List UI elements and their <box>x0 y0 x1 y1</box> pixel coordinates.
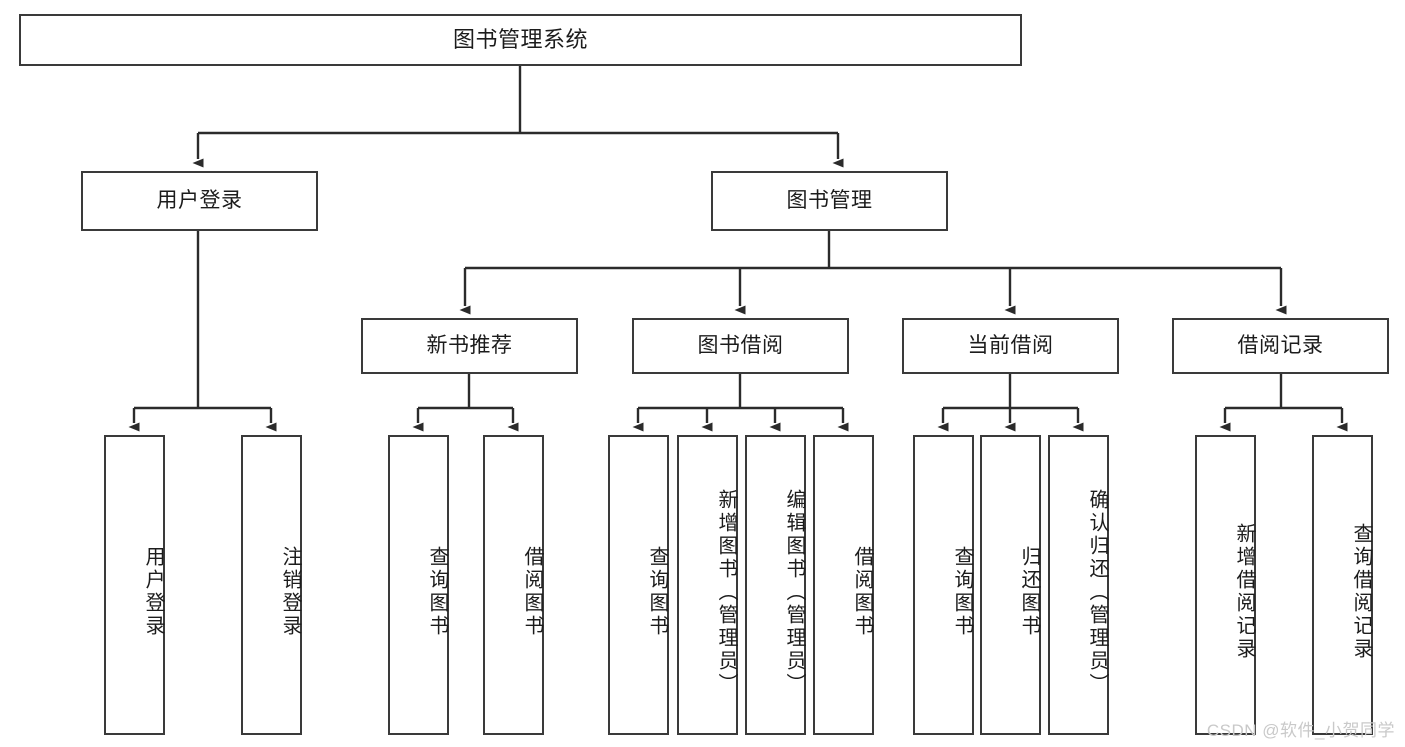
node-label: 编辑图书（管理员） <box>783 488 805 696</box>
node-label: 新增借阅记录 <box>1233 523 1255 661</box>
node-label: 确认归还（管理员） <box>1086 488 1108 696</box>
node-label: 图书管理系统 <box>452 26 588 52</box>
node-label: 借阅图书 <box>521 546 543 638</box>
leaf-user-login-login[interactable]: 用户登录 <box>104 435 165 735</box>
leaf-borrow-borrow-book[interactable]: 借阅图书 <box>813 435 874 735</box>
leaf-user-login-logout[interactable]: 注销登录 <box>241 435 302 735</box>
node-label: 借阅记录 <box>1237 334 1324 358</box>
leaf-borrow-query-book[interactable]: 查询图书 <box>608 435 669 735</box>
leaf-record-add-record[interactable]: 新增借阅记录 <box>1195 435 1256 735</box>
node-label: 图书借阅 <box>697 334 784 358</box>
node-label: 归还图书 <box>1018 546 1040 638</box>
leaf-current-return-book[interactable]: 归还图书 <box>980 435 1041 735</box>
node-user-login[interactable]: 用户登录 <box>81 171 318 231</box>
node-label: 新增图书（管理员） <box>715 488 737 696</box>
node-label: 用户登录 <box>142 546 164 638</box>
node-label: 用户登录 <box>156 189 243 213</box>
node-current-borrow[interactable]: 当前借阅 <box>902 318 1119 374</box>
node-new-book-recommend[interactable]: 新书推荐 <box>361 318 578 374</box>
node-book-borrow[interactable]: 图书借阅 <box>632 318 849 374</box>
leaf-current-confirm-return-admin[interactable]: 确认归还（管理员） <box>1048 435 1109 735</box>
leaf-recommend-borrow-book[interactable]: 借阅图书 <box>483 435 544 735</box>
node-label: 借阅图书 <box>851 546 873 638</box>
node-label: 新书推荐 <box>426 334 513 358</box>
leaf-borrow-add-book-admin[interactable]: 新增图书（管理员） <box>677 435 738 735</box>
node-root-system[interactable]: 图书管理系统 <box>19 14 1022 66</box>
node-label: 查询图书 <box>426 546 448 638</box>
csdn-watermark: CSDN @软件_小贺同学 <box>1206 721 1395 740</box>
leaf-record-query-record[interactable]: 查询借阅记录 <box>1312 435 1373 735</box>
leaf-borrow-edit-book-admin[interactable]: 编辑图书（管理员） <box>745 435 806 735</box>
leaf-recommend-query-book[interactable]: 查询图书 <box>388 435 449 735</box>
node-label: 图书管理 <box>786 189 873 213</box>
node-label: 查询借阅记录 <box>1350 523 1372 661</box>
leaf-current-query-book[interactable]: 查询图书 <box>913 435 974 735</box>
node-borrow-record[interactable]: 借阅记录 <box>1172 318 1389 374</box>
node-label: 查询图书 <box>951 546 973 638</box>
node-book-management[interactable]: 图书管理 <box>711 171 948 231</box>
node-label: 注销登录 <box>279 546 301 638</box>
node-label: 查询图书 <box>646 546 668 638</box>
node-label: 当前借阅 <box>967 334 1054 358</box>
